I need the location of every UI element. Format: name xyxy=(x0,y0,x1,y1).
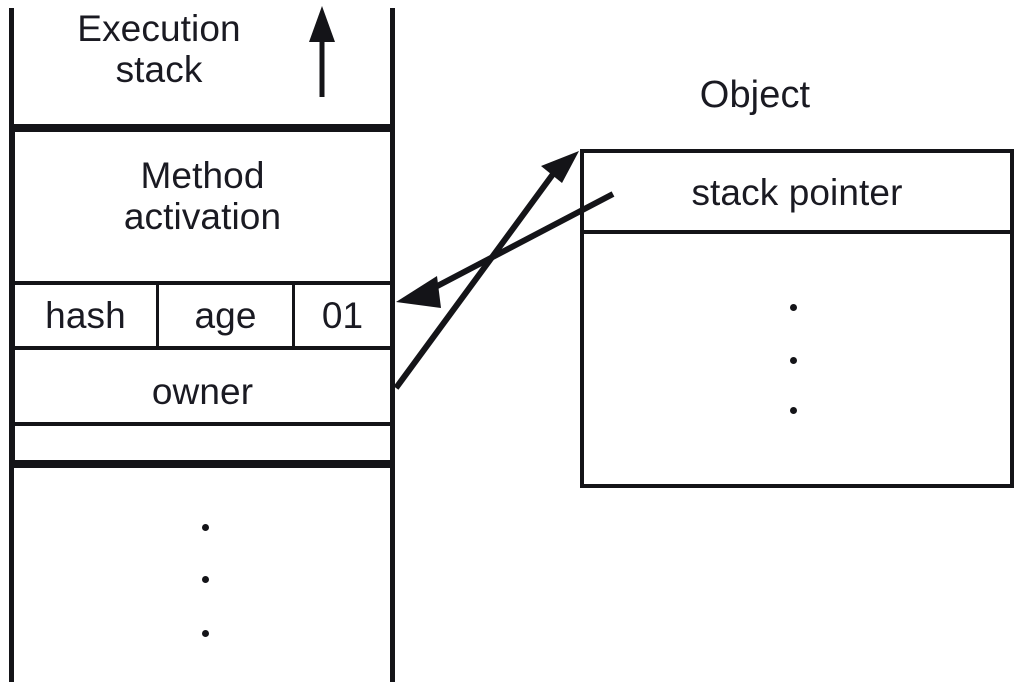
field-cell-hash xyxy=(12,282,159,349)
stack-ellipsis-dot-3 xyxy=(202,630,209,637)
object-title: Object xyxy=(699,74,811,116)
object-stack-pointer-label: stack pointer xyxy=(691,172,903,213)
field-label-hash: hash xyxy=(45,295,126,336)
stack-ellipsis-dot-1 xyxy=(202,524,209,531)
stack-growth-up-arrow-icon xyxy=(309,6,335,97)
object-ellipsis-dot-3 xyxy=(790,407,797,414)
execution-stack-title: Execution stack xyxy=(77,8,241,91)
object-ellipsis-dot-2 xyxy=(790,357,797,364)
object-header-divider xyxy=(580,230,1014,234)
owner-label: owner xyxy=(151,371,254,412)
object-ellipsis-dot-1 xyxy=(790,304,797,311)
stack-frame-bottom-separator xyxy=(9,461,395,468)
owner-cell xyxy=(12,347,393,425)
stack-ellipsis-dot-2 xyxy=(202,576,209,583)
object-box xyxy=(580,149,1014,488)
stack-rail-left xyxy=(9,8,14,682)
method-activation-label: Method activation xyxy=(123,155,282,238)
field-label-flags: 01 xyxy=(321,295,364,336)
blank-slot-cell xyxy=(12,423,393,463)
field-label-age: age xyxy=(194,295,257,336)
arrow-owner-to-object xyxy=(393,151,579,390)
stack-frame-top-separator xyxy=(9,124,395,131)
